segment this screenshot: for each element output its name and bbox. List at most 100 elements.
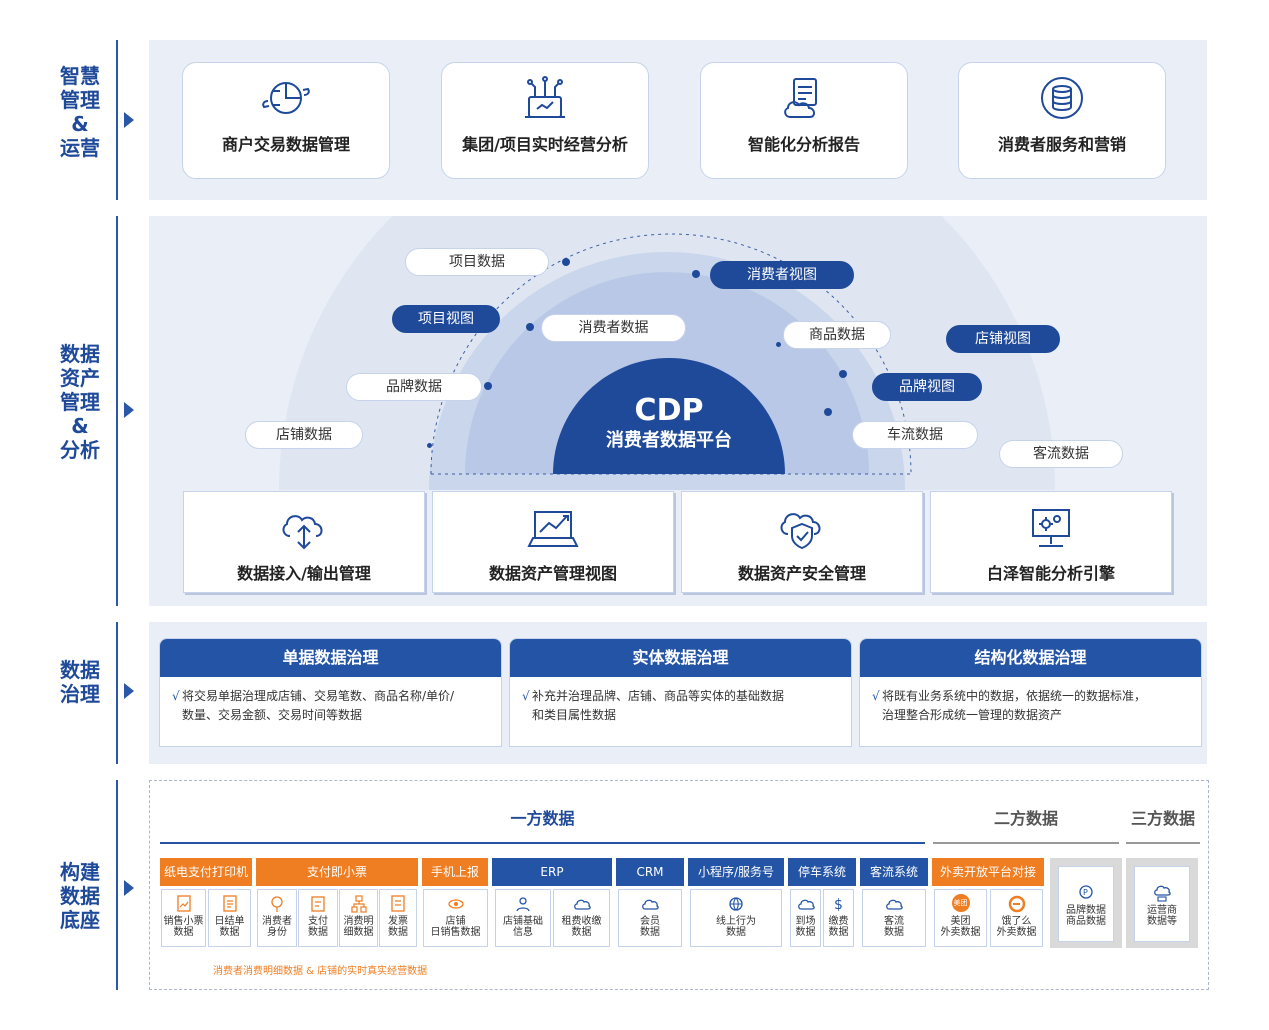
source-mobile-report[interactable]: 手机上报 bbox=[422, 858, 488, 886]
row-arrow-icon bbox=[124, 112, 134, 128]
foundation-note: 消费者消费明细数据 & 店铺的实时真实经营数据 bbox=[213, 966, 428, 977]
governance-title: 结构化数据治理 bbox=[860, 639, 1201, 677]
tile-consumption-detail[interactable]: 消费明细数据 bbox=[339, 889, 378, 947]
row-label-smart-operations: 智慧 管理 & 运营 bbox=[60, 64, 100, 160]
check-icon: √ bbox=[872, 689, 880, 703]
governance-structured[interactable]: 结构化数据治理 √ 将既有业务系统中的数据，依据统一的数据标准， 治理整合形成统… bbox=[859, 638, 1202, 747]
tile-consumer-identity[interactable]: 消费者身份 bbox=[257, 889, 297, 947]
tag-product-data[interactable]: 商品数据 bbox=[783, 321, 891, 349]
tag-project-view[interactable]: 项目视图 bbox=[392, 305, 500, 333]
source-crm[interactable]: CRM bbox=[616, 858, 684, 886]
tile-fee-data[interactable]: $ 缴费数据 bbox=[823, 889, 854, 947]
tile-rent-collection[interactable]: 租费收缴数据 bbox=[553, 889, 610, 947]
tag-consumer-data[interactable]: 消费者数据 bbox=[541, 314, 686, 342]
tile-payment-data[interactable]: 支付数据 bbox=[298, 889, 338, 947]
tile-store-daily-sales[interactable]: 店铺日销售数据 bbox=[423, 889, 488, 947]
source-miniprogram[interactable]: 小程序/服务号 bbox=[688, 858, 784, 886]
network-icon bbox=[340, 894, 377, 916]
tile-brand-product[interactable]: P 品牌数据商品数据 bbox=[1058, 866, 1114, 942]
row-arrow-icon bbox=[124, 402, 134, 418]
tablet-network-icon bbox=[442, 73, 648, 123]
brand-icon: P bbox=[1059, 883, 1113, 905]
connector-dot bbox=[526, 323, 534, 331]
row-divider-line bbox=[116, 622, 118, 764]
card-merchant-transaction[interactable]: 商户交易数据管理 bbox=[182, 62, 390, 179]
cloud-icon bbox=[554, 894, 609, 916]
tag-store-data[interactable]: 店铺数据 bbox=[245, 421, 363, 449]
connector-dot bbox=[692, 270, 700, 278]
cdp-subtitle: 消费者数据平台 bbox=[606, 430, 732, 451]
row-divider-line bbox=[116, 780, 118, 990]
eye-icon bbox=[424, 894, 487, 916]
second-party-box: P 品牌数据商品数据 bbox=[1050, 858, 1122, 948]
card-data-io[interactable]: 数据接入/输出管理 bbox=[183, 491, 425, 593]
cloud-icon bbox=[791, 894, 820, 916]
connector-dot bbox=[484, 382, 492, 390]
governance-title: 实体数据治理 bbox=[510, 639, 851, 677]
eleme-logo-icon bbox=[991, 894, 1042, 916]
location-icon bbox=[258, 894, 296, 916]
source-footfall[interactable]: 客流系统 bbox=[860, 858, 928, 886]
source-pay-receipt[interactable]: 支付即小票 bbox=[256, 858, 418, 886]
first-party-line bbox=[160, 842, 925, 844]
connector-dot bbox=[824, 408, 832, 416]
tag-store-view[interactable]: 店铺视图 bbox=[946, 325, 1060, 353]
tile-footfall-data[interactable]: 客流数据 bbox=[862, 889, 926, 947]
card-asset-security[interactable]: 数据资产安全管理 bbox=[681, 491, 923, 593]
tile-operator-data[interactable]: 运营商数据等 bbox=[1134, 866, 1190, 942]
cloud-shield-icon bbox=[682, 506, 922, 550]
tile-sales-receipt[interactable]: 销售小票数据 bbox=[161, 889, 206, 947]
tile-meituan-delivery[interactable]: 美团 美团外卖数据 bbox=[934, 889, 987, 947]
row-divider-line bbox=[116, 216, 118, 606]
row-label-data-governance: 数据 治理 bbox=[60, 658, 100, 706]
connector-dot bbox=[839, 370, 847, 378]
tag-consumer-view[interactable]: 消费者视图 bbox=[710, 261, 854, 289]
card-asset-view[interactable]: 数据资产管理视图 bbox=[432, 491, 674, 593]
card-icon bbox=[299, 894, 337, 916]
monitor-gear-icon bbox=[931, 506, 1171, 550]
tile-store-info[interactable]: 店铺基础信息 bbox=[495, 889, 551, 947]
chart-doc-icon bbox=[162, 894, 205, 916]
cloud-icon bbox=[619, 894, 681, 916]
globe-icon bbox=[691, 894, 781, 916]
source-delivery-platform[interactable]: 外卖开放平台对接 bbox=[932, 858, 1044, 886]
dollar-icon: $ bbox=[824, 894, 853, 916]
connector-dot bbox=[427, 443, 432, 448]
first-party-title: 一方数据 bbox=[510, 809, 575, 828]
tile-arrival-data[interactable]: 到场数据 bbox=[790, 889, 821, 947]
source-erp[interactable]: ERP bbox=[492, 858, 612, 886]
second-party-line bbox=[933, 842, 1119, 844]
connector-dot bbox=[776, 342, 781, 347]
tile-member-data[interactable]: 会员数据 bbox=[618, 889, 682, 947]
card-consumer-marketing[interactable]: 消费者服务和营销 bbox=[958, 62, 1166, 179]
governance-entity[interactable]: 实体数据治理 √ 补充并治理品牌、店铺、商品等实体的基础数据 和类目属性数据 bbox=[509, 638, 852, 747]
laptop-chart-icon bbox=[433, 506, 673, 550]
tile-eleme-delivery[interactable]: 饿了么外卖数据 bbox=[990, 889, 1043, 947]
tag-brand-view[interactable]: 品牌视图 bbox=[872, 373, 982, 401]
row-label-data-assets: 数据 资产 管理 & 分析 bbox=[60, 342, 100, 462]
card-intelligent-report[interactable]: 智能化分析报告 bbox=[700, 62, 908, 179]
row-label-data-foundation: 构建 数据 底座 bbox=[60, 860, 100, 932]
tag-project-data[interactable]: 项目数据 bbox=[405, 248, 549, 276]
transaction-cycle-icon bbox=[183, 73, 389, 123]
tile-online-behavior[interactable]: 线上行为数据 bbox=[690, 889, 782, 947]
tile-invoice-data[interactable]: 发票数据 bbox=[379, 889, 417, 947]
document-icon bbox=[209, 894, 250, 916]
third-party-box: 运营商数据等 bbox=[1126, 858, 1198, 948]
row-arrow-icon bbox=[124, 683, 134, 699]
governance-document[interactable]: 单据数据治理 √ 将交易单据治理成店铺、交易笔数、商品名称/单价/ 数量、交易金… bbox=[159, 638, 502, 747]
tag-brand-data[interactable]: 品牌数据 bbox=[346, 373, 482, 401]
check-icon: √ bbox=[522, 689, 530, 703]
users-icon bbox=[496, 894, 550, 916]
tag-footfall-data[interactable]: 客流数据 bbox=[999, 440, 1123, 468]
connector-dot bbox=[562, 258, 570, 266]
invoice-icon bbox=[380, 894, 416, 916]
card-realtime-analysis[interactable]: 集团/项目实时经营分析 bbox=[441, 62, 649, 179]
tag-traffic-data[interactable]: 车流数据 bbox=[852, 421, 978, 449]
source-parking[interactable]: 停车系统 bbox=[788, 858, 856, 886]
card-analysis-engine[interactable]: 白泽智能分析引擎 bbox=[930, 491, 1172, 593]
source-paper-printer[interactable]: 纸电支付打印机 bbox=[160, 858, 252, 886]
svg-text:P: P bbox=[1083, 888, 1088, 897]
tile-daily-statement[interactable]: 日结单数据 bbox=[208, 889, 251, 947]
row-arrow-icon bbox=[124, 880, 134, 896]
